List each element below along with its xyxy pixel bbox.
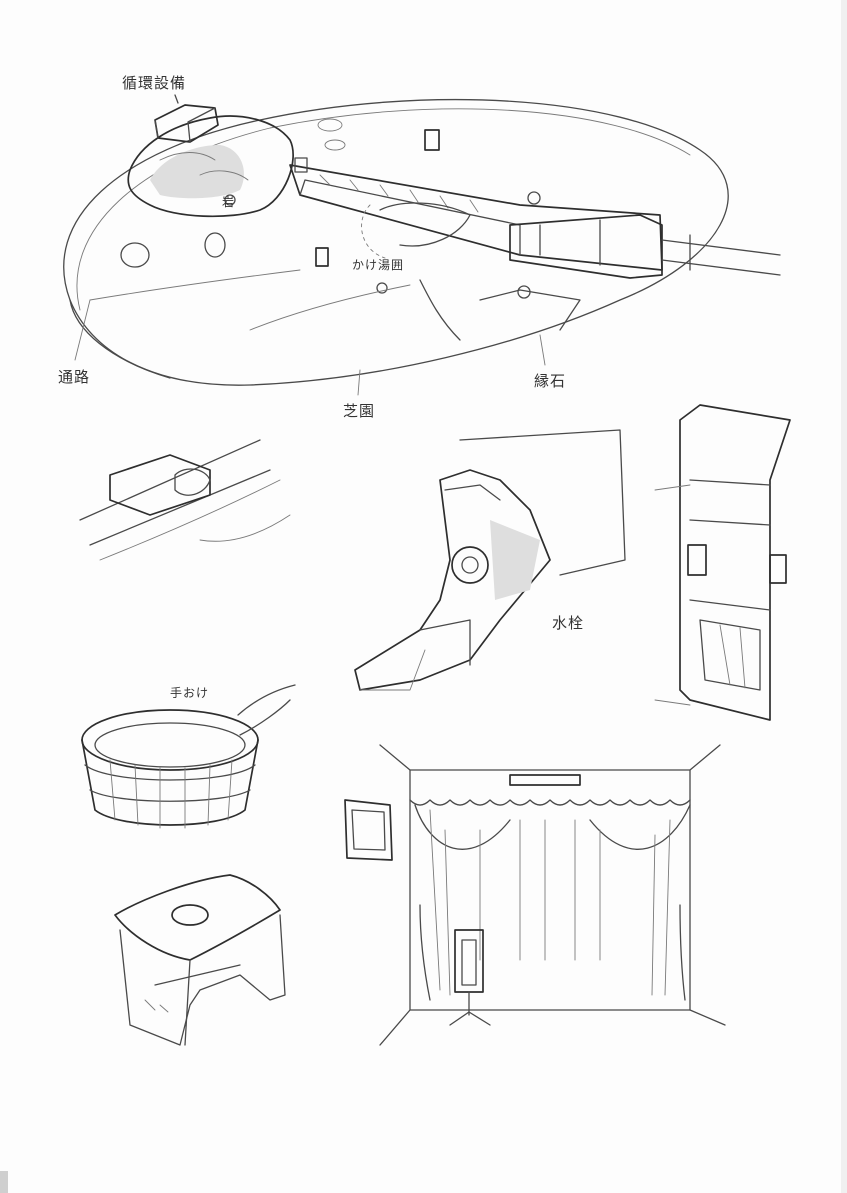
label-rock: 岩 bbox=[222, 195, 236, 209]
label-water-inlet: かけ湯囲 bbox=[352, 258, 405, 272]
page-edge bbox=[841, 0, 847, 1193]
bath-stool-sketch bbox=[114, 874, 286, 1046]
label-lawn-area: 芝園 bbox=[343, 402, 376, 420]
stone-step-sketch bbox=[79, 439, 291, 561]
label-seat-area: 縁石 bbox=[534, 372, 567, 390]
page-corner-mark bbox=[0, 1171, 8, 1193]
stage-curtain-sketch bbox=[344, 744, 726, 1046]
hand-bucket-sketch bbox=[81, 684, 296, 829]
label-hand-bucket: 手おけ bbox=[170, 686, 210, 700]
shower-booth-sketch bbox=[654, 404, 791, 721]
faucet-sketch bbox=[354, 429, 626, 691]
label-recirculation-equipment: 循環設備 bbox=[122, 74, 187, 92]
label-passage: 通路 bbox=[58, 368, 91, 386]
label-faucet: 水栓 bbox=[552, 614, 585, 632]
bath-pool-sketch bbox=[63, 94, 781, 396]
